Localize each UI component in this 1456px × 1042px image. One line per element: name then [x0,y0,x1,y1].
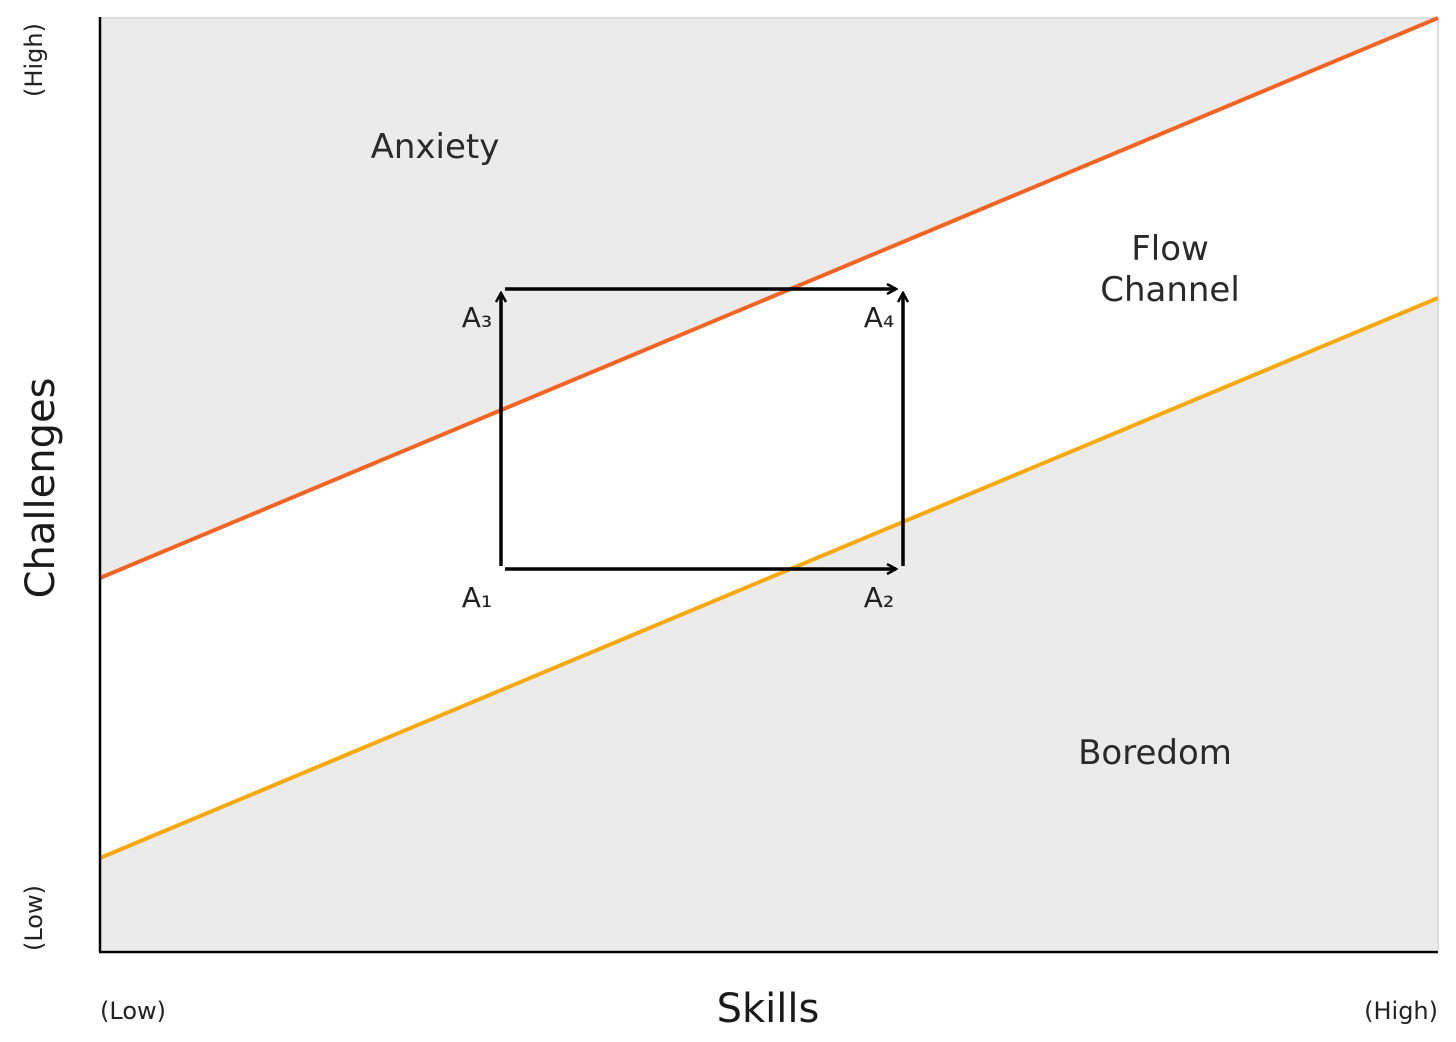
flow-channel-label-line1: Flow [1131,229,1209,269]
boredom-region [100,298,1438,950]
anxiety-label: Anxiety [371,127,500,167]
boredom-boundary-line [99,296,1439,860]
y-axis-title: Challenges [18,378,64,599]
y-axis-low-label: (Low) [20,885,48,951]
y-axis-high-label: (High) [20,23,48,97]
anxiety-boundary-line [99,16,1439,580]
point-label-a3: A₃ [462,301,492,334]
x-axis-high-label: (High) [1364,997,1438,1025]
point-label-a1: A₁ [462,581,492,614]
x-axis-title: Skills [717,986,820,1032]
point-label-a4: A₄ [864,301,894,334]
boredom-label: Boredom [1078,733,1232,773]
flow-channel-label-line2: Channel [1100,270,1240,310]
x-axis-low-label: (Low) [100,997,166,1025]
point-label-a2: A₂ [864,581,894,614]
